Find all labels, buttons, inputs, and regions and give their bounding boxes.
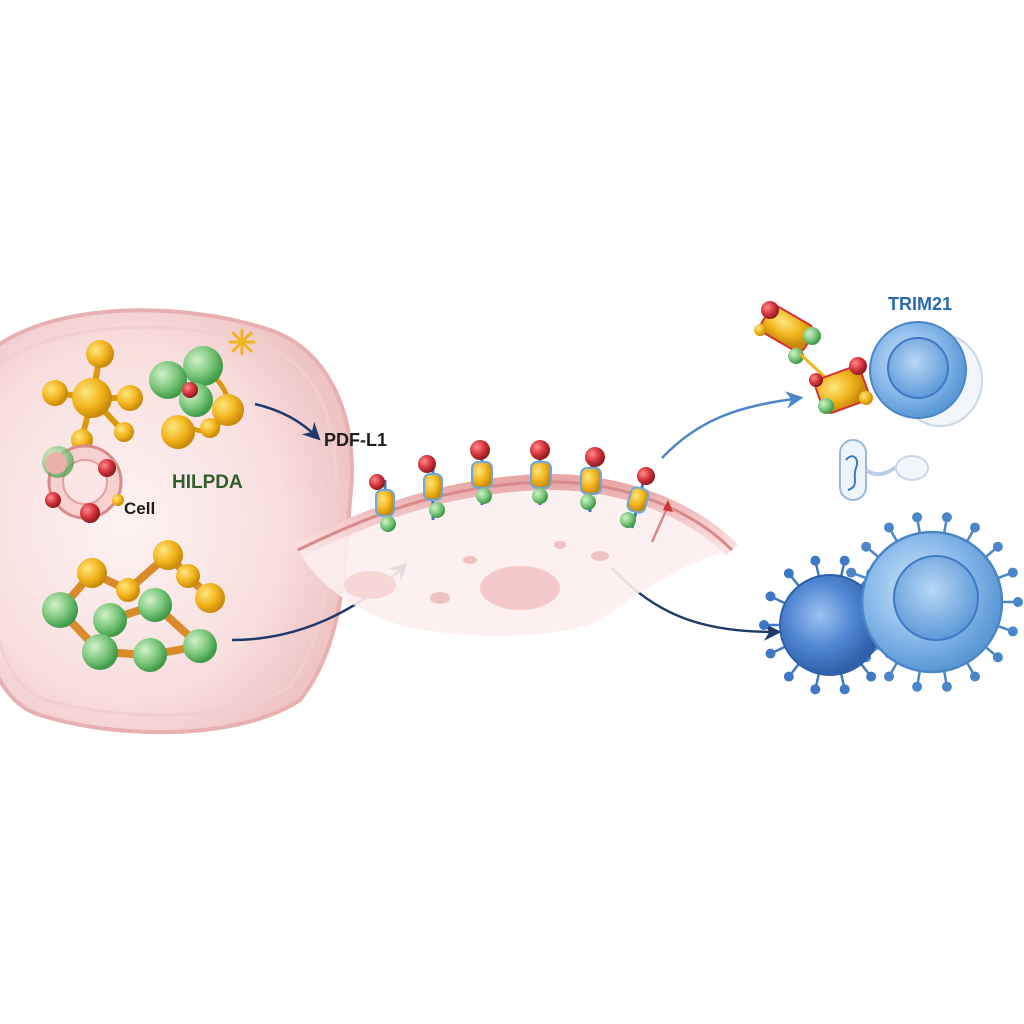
cell-spike-tip — [783, 568, 794, 579]
cell-spike-tip — [992, 652, 1003, 663]
curved-arrow-icon — [661, 391, 804, 459]
curved-arrow-icon — [254, 402, 321, 441]
cell-spike-tip — [765, 591, 776, 602]
cell-spike-tip — [884, 671, 894, 682]
sparkle-icon — [228, 328, 256, 356]
pdl1-label: PDF-L1 — [324, 430, 387, 450]
cell-spike-tip — [759, 620, 769, 630]
cell-spike-tip — [884, 522, 894, 533]
cell-spike-tip — [912, 681, 923, 692]
protein-blob-icon — [839, 439, 929, 501]
cell-spike-tip — [941, 512, 952, 523]
cell-spike-tip — [941, 681, 952, 692]
receptor-protein-icon — [418, 455, 445, 520]
cell-spike-tip — [765, 648, 776, 659]
receptor-protein-icon — [530, 440, 552, 505]
cell-spike-tip — [1007, 567, 1018, 578]
cell-spike-tip — [839, 555, 850, 566]
molecule-cluster-icon — [809, 357, 873, 414]
hilpda-label: HILPDA — [172, 472, 243, 493]
cell-spike-tip — [970, 522, 980, 533]
molecule-cluster-icon — [149, 346, 244, 449]
trim21-label: TRIM21 — [888, 294, 952, 314]
cell-spike-tip — [810, 555, 821, 566]
cell-spike-tip — [970, 671, 980, 682]
small-arrow-icon — [650, 500, 673, 543]
molecule-cluster-icon — [42, 340, 143, 451]
receptor-protein-icon — [470, 440, 493, 505]
trim21-complex — [754, 301, 983, 501]
receptor-protein-icon — [580, 447, 605, 513]
molecule-cluster-icon — [42, 540, 225, 672]
cell-spike-tip — [992, 541, 1003, 552]
immune-cell-icon — [759, 512, 1023, 695]
receptor-protein-icon — [369, 474, 396, 532]
cell-spike-tip — [846, 567, 857, 578]
cell-spike-tip — [1013, 597, 1023, 607]
receptor-protein-icon — [620, 467, 655, 529]
cell-spike-tip — [1007, 626, 1018, 637]
cell-spike-tip — [866, 671, 877, 682]
cell-label: Cell — [124, 499, 155, 518]
molecule-cluster-icon — [42, 444, 124, 523]
cell-spike-tip — [912, 512, 923, 523]
cell-spike-tip — [861, 541, 872, 552]
immune-cell-icon — [869, 321, 983, 427]
cell-spike-tip — [839, 684, 850, 695]
cell-spike-tip — [783, 671, 794, 682]
molecule-cluster-icon — [754, 301, 828, 380]
cell-spike-tip — [810, 684, 821, 695]
